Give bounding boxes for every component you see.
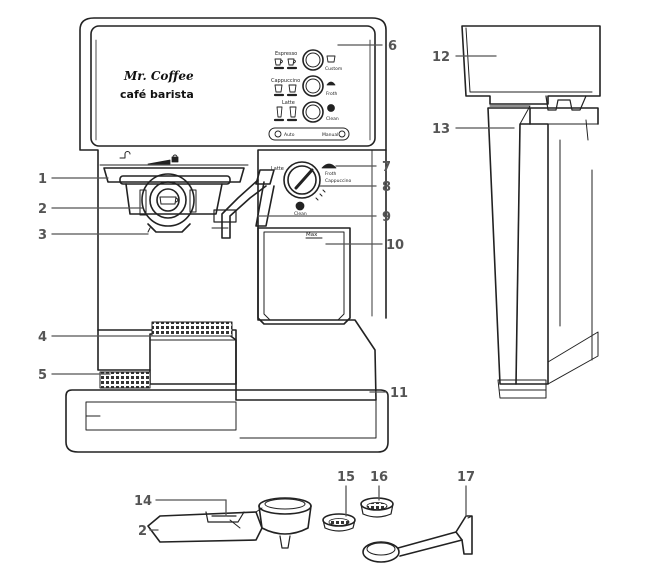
knob-froth-label: Froth [325,171,337,177]
water-reservoir-window [257,227,351,325]
callout-9: 9 [382,210,391,225]
drip-tray [65,329,389,453]
auto-label: Auto [284,132,295,138]
callout-14: 14 [134,494,152,509]
reservoir-max-label: Max [306,232,318,238]
drip-tray-grate [99,371,151,389]
knob-froth-icon [321,163,337,169]
cup-warmer-grate [151,321,233,337]
double-shot-filter [360,497,394,518]
milk-reservoir-cup [149,321,237,385]
callout-5: 5 [38,368,47,383]
clean-label: Clean [326,116,339,122]
callout-1: 1 [38,172,47,187]
knob-clean-label: Clean [294,211,307,217]
cappuccino-cup-icons [273,84,298,97]
knob-cappuccino-label: Cappuccino [325,178,352,184]
custom-label: Custom [325,66,342,72]
callout-4: 4 [38,330,47,345]
callout-16: 16 [370,470,388,485]
callout-8: 8 [382,180,391,195]
logo-line1: Mr. Coffee [123,69,194,83]
callout-lines [51,44,515,531]
callout-10: 10 [386,238,404,253]
manual-label: Manual [322,132,338,138]
cappuccino-label: Cappuccino [271,78,300,84]
froth-label: Froth [326,91,338,97]
callout-2-accessory: 2 [138,524,147,539]
steam-lever[interactable] [255,181,275,227]
portafilter-installed [139,173,197,233]
control-panel: Espresso Custom Cappuccino Froth Latte [268,49,350,141]
espresso-cup-icons [273,58,298,70]
latte-clean-button[interactable] [302,101,324,123]
lock-indicator-wedge [147,159,171,165]
knob-clean-icon [295,201,305,211]
callout-15: 15 [337,470,355,485]
callout-17: 17 [457,470,475,485]
brand-logo: Mr. Coffee café barista [120,69,194,101]
lock-icon [171,156,179,163]
callout-2: 2 [38,202,47,217]
latte-glass-icons [273,106,298,122]
removable-milk-reservoir [461,25,601,399]
espresso-label: Espresso [275,51,297,57]
brew-head [99,151,249,215]
callout-6: 6 [388,39,397,54]
froth-icon [326,81,336,86]
unlock-icon [119,151,131,159]
cappuccino-froth-button[interactable] [302,75,324,97]
callout-numbers: 1 2 3 4 5 6 7 8 9 10 11 12 13 14 2 15 16… [38,39,475,539]
callout-11: 11 [390,386,408,401]
espresso-custom-button[interactable] [302,49,324,71]
logo-line2: café barista [120,88,194,101]
latte-label: Latte [282,100,295,106]
auto-manual-selector[interactable] [268,127,350,141]
portafilter-handle [147,511,263,543]
callout-13: 13 [432,122,450,137]
measuring-scoop-tamper [362,515,473,563]
callout-12: 12 [432,50,450,65]
selector-knob[interactable] [283,161,337,211]
callout-3: 3 [38,228,47,243]
knob-latte-label: Latte [271,166,284,172]
custom-cup-icon [326,55,336,63]
frothing-wand [211,169,275,239]
portafilter-basket-holder [255,497,312,549]
clean-icon [327,104,335,112]
single-shot-filter [322,513,356,532]
callout-7: 7 [382,160,391,175]
